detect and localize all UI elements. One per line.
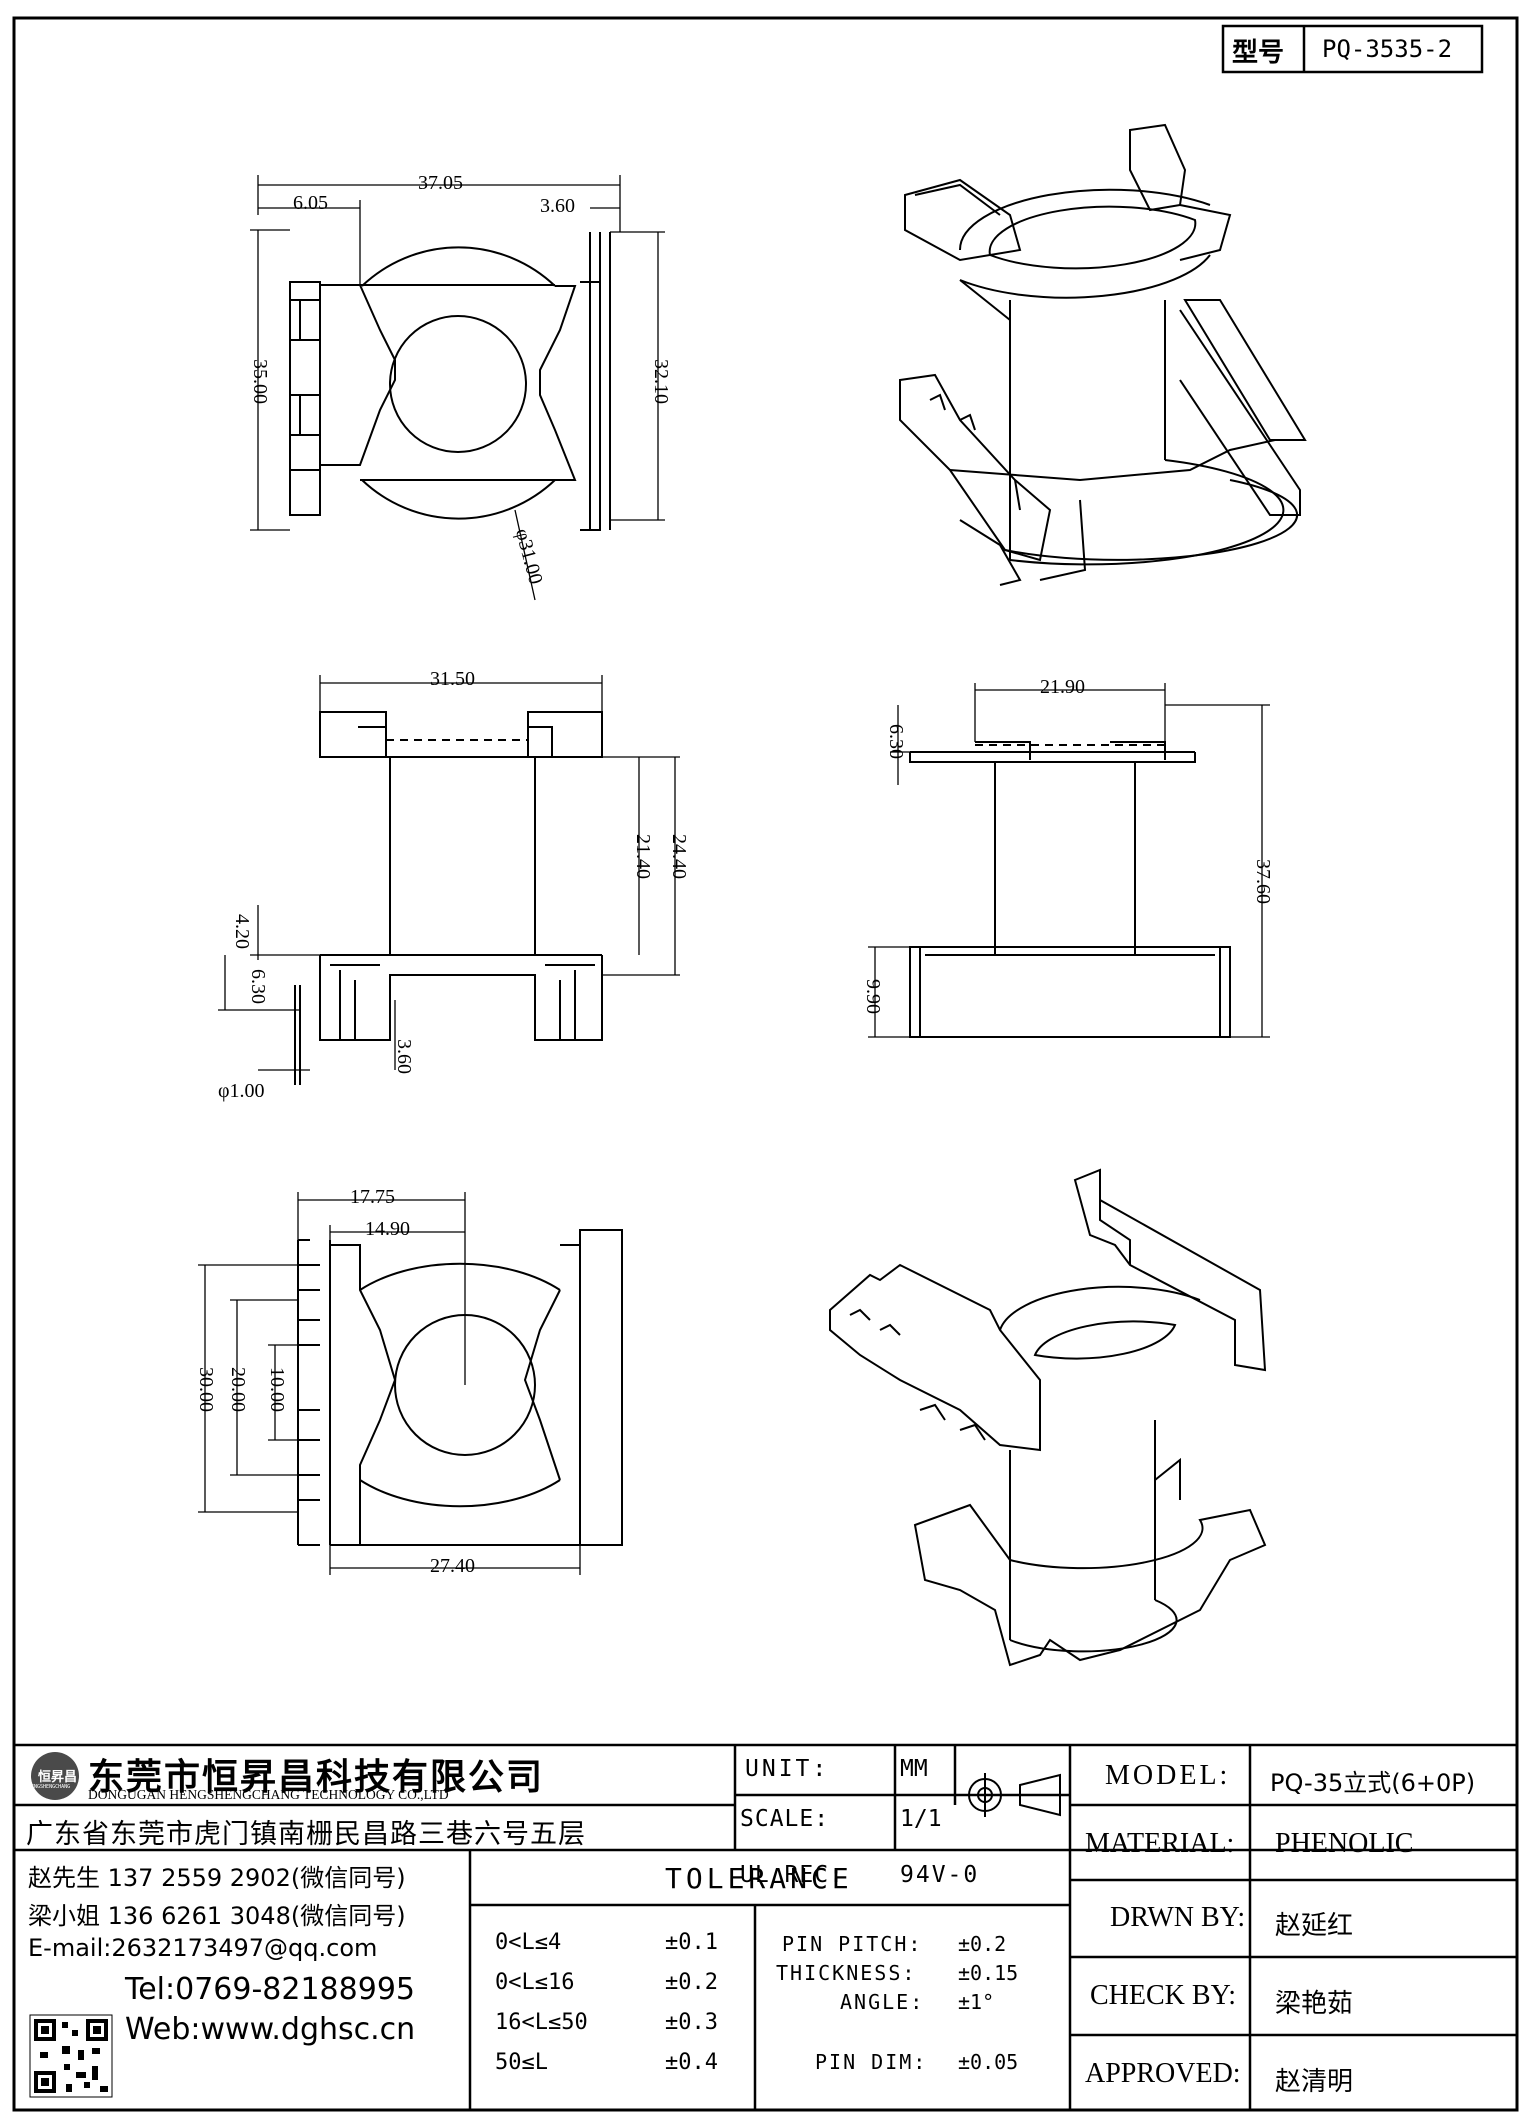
- dim-B-value: 6.05: [293, 192, 328, 214]
- unit-label: UNIT:: [745, 1756, 830, 1782]
- logo-subtext: HENGSHENGCHANG: [28, 1784, 71, 1790]
- tol-value-2: ±0.2: [665, 1970, 718, 1995]
- dim-M-value: 3.60: [393, 1039, 415, 1074]
- dim-A-value: 37.05: [418, 172, 463, 194]
- dim-W-value: 27.40: [430, 1555, 475, 1577]
- dim-F-value: 32.10: [650, 359, 672, 404]
- dim-G-value: 31.50: [430, 668, 475, 690]
- pin-dim-tol: ±0.05: [958, 2050, 1019, 2074]
- contact-email[interactable]: E-mail:2632173497@qq.com: [28, 1934, 378, 1962]
- pin-pitch-tol: ±0.2: [958, 1932, 1007, 1956]
- ul-rec-value: 94V-0: [900, 1862, 980, 1888]
- iso-view-bottom: [829, 1168, 1267, 1667]
- dim-Q-value: 9.90: [862, 979, 884, 1014]
- part-number-value: PQ-3535-2: [1322, 35, 1453, 63]
- sheet-border: [12, 16, 1519, 2112]
- check-by-value: 梁艳茹: [1275, 1989, 1354, 2019]
- dim-P-value: 37.60: [1252, 859, 1274, 904]
- dim-D-value: 35.00: [249, 359, 271, 404]
- dim-L-value: φ1.00: [218, 1080, 265, 1102]
- angle-label: ANGLE:: [840, 1990, 925, 2014]
- check-by-label: CHECK BY:: [1090, 1980, 1237, 2011]
- tol-range-1: 0<L≤4: [495, 1930, 562, 1955]
- top-view: [250, 175, 665, 601]
- company-name-cn: 东莞市恒昇昌科技有限公司: [88, 1757, 545, 1798]
- ul-rec-label: UL REC:: [740, 1862, 844, 1888]
- part-number-box: [1221, 24, 1484, 74]
- angle-tol: ±1°: [958, 1990, 995, 2014]
- contact-line-1: 赵先生 137 2559 2902(微信同号): [28, 1864, 406, 1892]
- company-name-en: DONGUGAN HENGSHENGCHANG TECHNOLOGY CO.,L…: [88, 1787, 449, 1802]
- contact-web[interactable]: Web:www.dghsc.cn: [125, 2012, 416, 2047]
- thickness-tol: ±0.15: [958, 1961, 1019, 1985]
- side-view: [868, 683, 1270, 1038]
- logo-text: 恒昇昌: [38, 1770, 78, 1785]
- dim-U-value: 20.00: [227, 1367, 249, 1412]
- front-view: [218, 675, 680, 1085]
- thickness-label: THICKNESS:: [776, 1961, 917, 1985]
- dim-I-value: 24.40: [668, 834, 690, 879]
- approved-value: 赵清明: [1275, 2067, 1354, 2097]
- contact-line-2: 梁小姐 136 6261 3048(微信同号): [28, 1902, 406, 1930]
- material-label: MATERIAL:: [1085, 1828, 1235, 1859]
- dim-K-value: 6.30: [247, 969, 269, 1004]
- iso-view-top: [899, 123, 1307, 586]
- approved-label: APPROVED:: [1085, 2058, 1241, 2089]
- title-block-grid: [14, 1743, 1517, 2110]
- unit-value: MM: [900, 1756, 928, 1782]
- dim-H-value: 21.40: [632, 834, 654, 879]
- pin-pitch-label: PIN PITCH:: [782, 1932, 923, 1956]
- dim-T-value: 30.00: [195, 1367, 217, 1412]
- pin-dim-label: PIN DIM:: [815, 2050, 928, 2074]
- dim-S-value: 14.90: [365, 1218, 410, 1240]
- dim-R-value: 17.75: [350, 1186, 395, 1208]
- dim-C-value: 3.60: [540, 195, 575, 217]
- material-value: PHENOLIC: [1275, 1828, 1414, 1859]
- tol-value-3: ±0.3: [665, 2010, 718, 2035]
- drawn-by-value: 赵延红: [1275, 1911, 1354, 1941]
- contact-tel: Tel:0769-82188995: [125, 1972, 415, 2007]
- company-address: 广东省东莞市虎门镇南栅民昌路三巷六号五层: [26, 1819, 586, 1850]
- tol-range-3: 16<L≤50: [495, 2010, 588, 2035]
- drawn-by-label: DRWN BY:: [1110, 1902, 1246, 1933]
- qr-code-icon: [29, 2014, 113, 2098]
- dim-O-value: 6.30: [885, 724, 907, 759]
- bottom-view: [198, 1192, 623, 1575]
- tolerance-title: TOLERANCE: [665, 1862, 853, 1895]
- model-label: MODEL:: [1105, 1760, 1231, 1791]
- company-logo: [31, 1752, 79, 1800]
- model-value: PQ-35立式(6+0P): [1270, 1769, 1476, 1797]
- tol-range-4: 50≤L: [495, 2050, 548, 2075]
- dim-J-value: 4.20: [231, 914, 253, 949]
- tol-value-4: ±0.4: [665, 2050, 718, 2075]
- part-number-label: 型号: [1232, 38, 1285, 68]
- scale-label: SCALE:: [740, 1806, 830, 1832]
- scale-value: 1/1: [900, 1806, 942, 1832]
- tol-range-2: 0<L≤16: [495, 1970, 575, 1995]
- dim-V-value: 10.00: [266, 1367, 288, 1412]
- projection-symbol-icon: [962, 1773, 1061, 1817]
- dim-N-value: 21.90: [1040, 676, 1085, 698]
- tol-value-1: ±0.1: [665, 1930, 718, 1955]
